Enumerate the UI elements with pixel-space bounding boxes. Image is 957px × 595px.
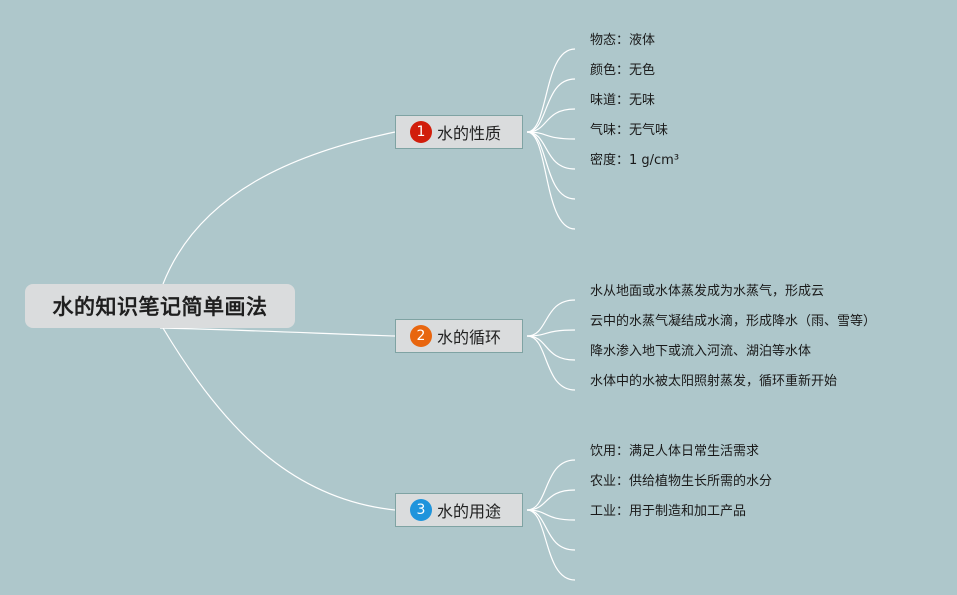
leaf-topic[interactable]: 工业：用于制造和加工产品 [590,504,747,519]
connector-branch-3-leaf-1 [526,459,576,511]
empty-leaf-topic[interactable] [590,564,610,580]
connector-branch-3-leaf-3 [526,509,576,521]
connector-branch-1-leaf-2 [526,78,576,133]
leaf-topic[interactable]: 气味：无气味 [590,123,669,138]
connector-branch-1-leaf-1 [526,48,576,133]
number-badge-icon: 3 [410,499,432,521]
connector-branch-3-leaf-4 [526,509,576,551]
number-badge-icon: 1 [410,121,432,143]
leaf-topic[interactable]: 饮用：满足人体日常生活需求 [590,444,760,459]
number-badge-icon: 2 [410,325,432,347]
leaf-topic[interactable]: 降水渗入地下或流入河流、湖泊等水体 [590,344,812,359]
leaf-topic[interactable]: 水体中的水被太阳照射蒸发，循环重新开始 [590,374,838,389]
connector-branch-3-leaf-2 [526,489,576,511]
branch-topic-1[interactable]: 1 水的性质 [395,115,523,149]
branch-topic-label: 水的用途 [437,502,502,521]
connector-branch-1-leaf-5 [526,131,576,170]
connector-branch-3-leaf-5 [526,509,576,581]
leaf-topic[interactable]: 颜色：无色 [590,63,656,78]
leaf-topic[interactable]: 味道：无味 [590,93,656,108]
branch-topic-2[interactable]: 2 水的循环 [395,319,523,353]
connector-branch-1-leaf-6 [526,131,576,200]
connector-branch-2-leaf-2 [526,329,576,337]
branch-topic-label: 水的循环 [437,328,502,347]
connector-root-to-branch-1 [162,131,396,285]
connector-branch-2-leaf-1 [526,299,576,337]
leaf-topic[interactable]: 云中的水蒸气凝结成水滴，形成降水（雨、雪等） [590,314,877,329]
empty-leaf-topic[interactable] [590,183,610,199]
root-topic-label: 水的知识笔记简单画法 [52,295,268,319]
branch-topic-label: 水的性质 [437,124,502,143]
connector-root-to-branch-3 [162,327,396,511]
leaf-topic[interactable]: 农业：供给植物生长所需的水分 [590,474,773,489]
connector-branch-2-leaf-3 [526,335,576,361]
empty-leaf-topic[interactable] [590,213,610,229]
connector-root-to-branch-2 [159,327,396,337]
connector-branch-1-leaf-3 [526,108,576,133]
leaf-topic[interactable]: 密度：1 g/cm³ [590,153,680,168]
leaf-topic[interactable]: 水从地面或水体蒸发成为水蒸气，形成云 [590,284,825,299]
root-topic[interactable]: 水的知识笔记简单画法 [25,284,295,328]
leaf-topic[interactable]: 物态：液体 [590,33,656,48]
connector-branch-1-leaf-7 [526,131,576,230]
branch-topic-3[interactable]: 3 水的用途 [395,493,523,527]
empty-leaf-topic[interactable] [590,534,610,550]
connector-branch-2-leaf-4 [526,335,576,391]
